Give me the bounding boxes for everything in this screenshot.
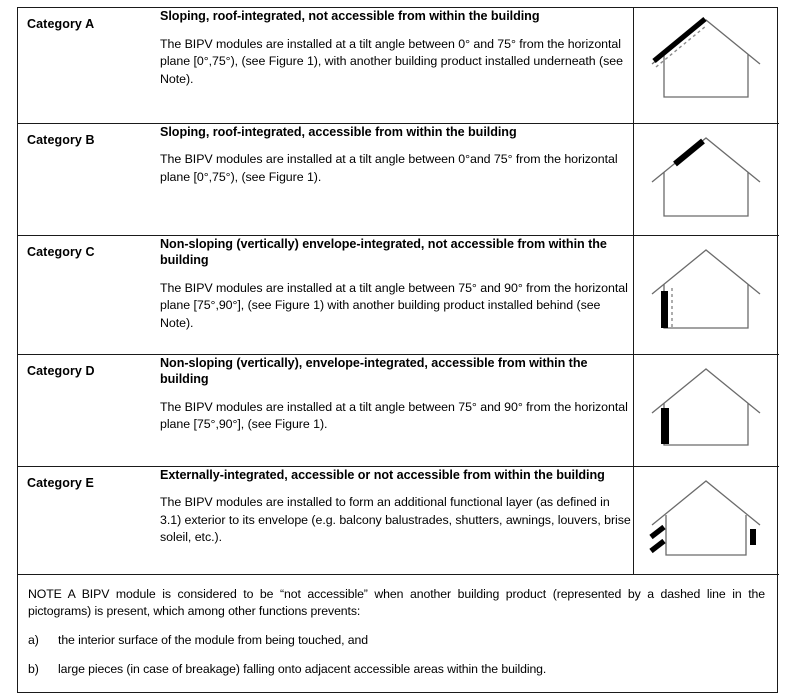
table-row: Category D Non-sloping (vertically), env… [18, 354, 779, 466]
description-cell: Non-sloping (vertically), envelope-integ… [160, 354, 633, 466]
note-item-marker: b) [28, 661, 39, 676]
description-title: Sloping, roof-integrated, not accessible… [160, 9, 540, 23]
category-table-element: Category A Sloping, roof-integrated, not… [18, 8, 779, 693]
description-cell: Externally-integrated, accessible or not… [160, 466, 633, 574]
pictogram-cell [633, 235, 779, 354]
note-list-item: a) the interior surface of the module fr… [28, 632, 765, 650]
note-item-text: the interior surface of the module from … [58, 632, 369, 647]
description-cell: Non-sloping (vertically) envelope-integr… [160, 235, 633, 354]
house-vertical-wall-module-with-dashed-line-icon [651, 248, 761, 329]
category-label: Category A [27, 17, 95, 31]
note-block: NOTE A BIPV module is considered to be “… [18, 575, 779, 693]
note-paragraph: NOTE A BIPV module is considered to be “… [28, 586, 765, 619]
category-cell: Category B [18, 123, 160, 235]
category-label: Category E [27, 475, 94, 490]
description-body: The BIPV modules are installed at a tilt… [160, 152, 618, 184]
description-cell: Sloping, roof-integrated, accessible fro… [160, 123, 633, 235]
table-row: Category B Sloping, roof-integrated, acc… [18, 123, 779, 235]
house-sloping-roof-module-no-dashed-line-icon [651, 136, 761, 217]
category-label: Category D [27, 363, 95, 378]
note-item-marker: a) [28, 632, 39, 647]
description-body: The BIPV modules are installed to form a… [160, 495, 631, 545]
description-title: Sloping, roof-integrated, accessible fro… [160, 124, 517, 139]
bipv-category-table: Category A Sloping, roof-integrated, not… [17, 7, 779, 693]
category-cell: Category C [18, 235, 160, 354]
note-item-text: large pieces (in case of breakage) falli… [58, 661, 547, 676]
description-cell: Sloping, roof-integrated, not accessible… [160, 8, 633, 123]
description-body: The BIPV modules are installed at a tilt… [160, 399, 628, 432]
house-sloping-roof-module-with-dashed-line-icon [651, 16, 761, 98]
table-row: Category C Non-sloping (vertically) enve… [18, 235, 779, 354]
pictogram-cell [633, 354, 779, 466]
house-vertical-wall-module-no-dashed-line-icon [651, 367, 761, 446]
category-cell: Category A [18, 8, 160, 123]
note-list-item: b) large pieces (in case of breakage) fa… [28, 661, 765, 679]
pictogram-cell [633, 466, 779, 574]
description-title: Non-sloping (vertically), envelope-integ… [160, 355, 588, 387]
category-cell: Category E [18, 466, 160, 574]
house-external-louvers-and-side-module-icon [649, 479, 761, 556]
category-label: Category C [27, 244, 95, 259]
description-body: The BIPV modules are installed at a tilt… [160, 280, 628, 330]
pictogram-cell [633, 123, 779, 235]
table-row: Category A Sloping, roof-integrated, not… [18, 8, 779, 123]
description-title: Non-sloping (vertically) envelope-integr… [160, 236, 607, 268]
note-cell: NOTE A BIPV module is considered to be “… [18, 574, 779, 692]
description-body: The BIPV modules are installed at a tilt… [160, 36, 623, 86]
description-title: Externally-integrated, accessible or not… [160, 467, 605, 482]
category-label: Category B [27, 132, 95, 147]
note-row: NOTE A BIPV module is considered to be “… [18, 574, 779, 692]
table-row: Category E Externally-integrated, access… [18, 466, 779, 574]
category-cell: Category D [18, 354, 160, 466]
pictogram-cell [633, 8, 779, 123]
